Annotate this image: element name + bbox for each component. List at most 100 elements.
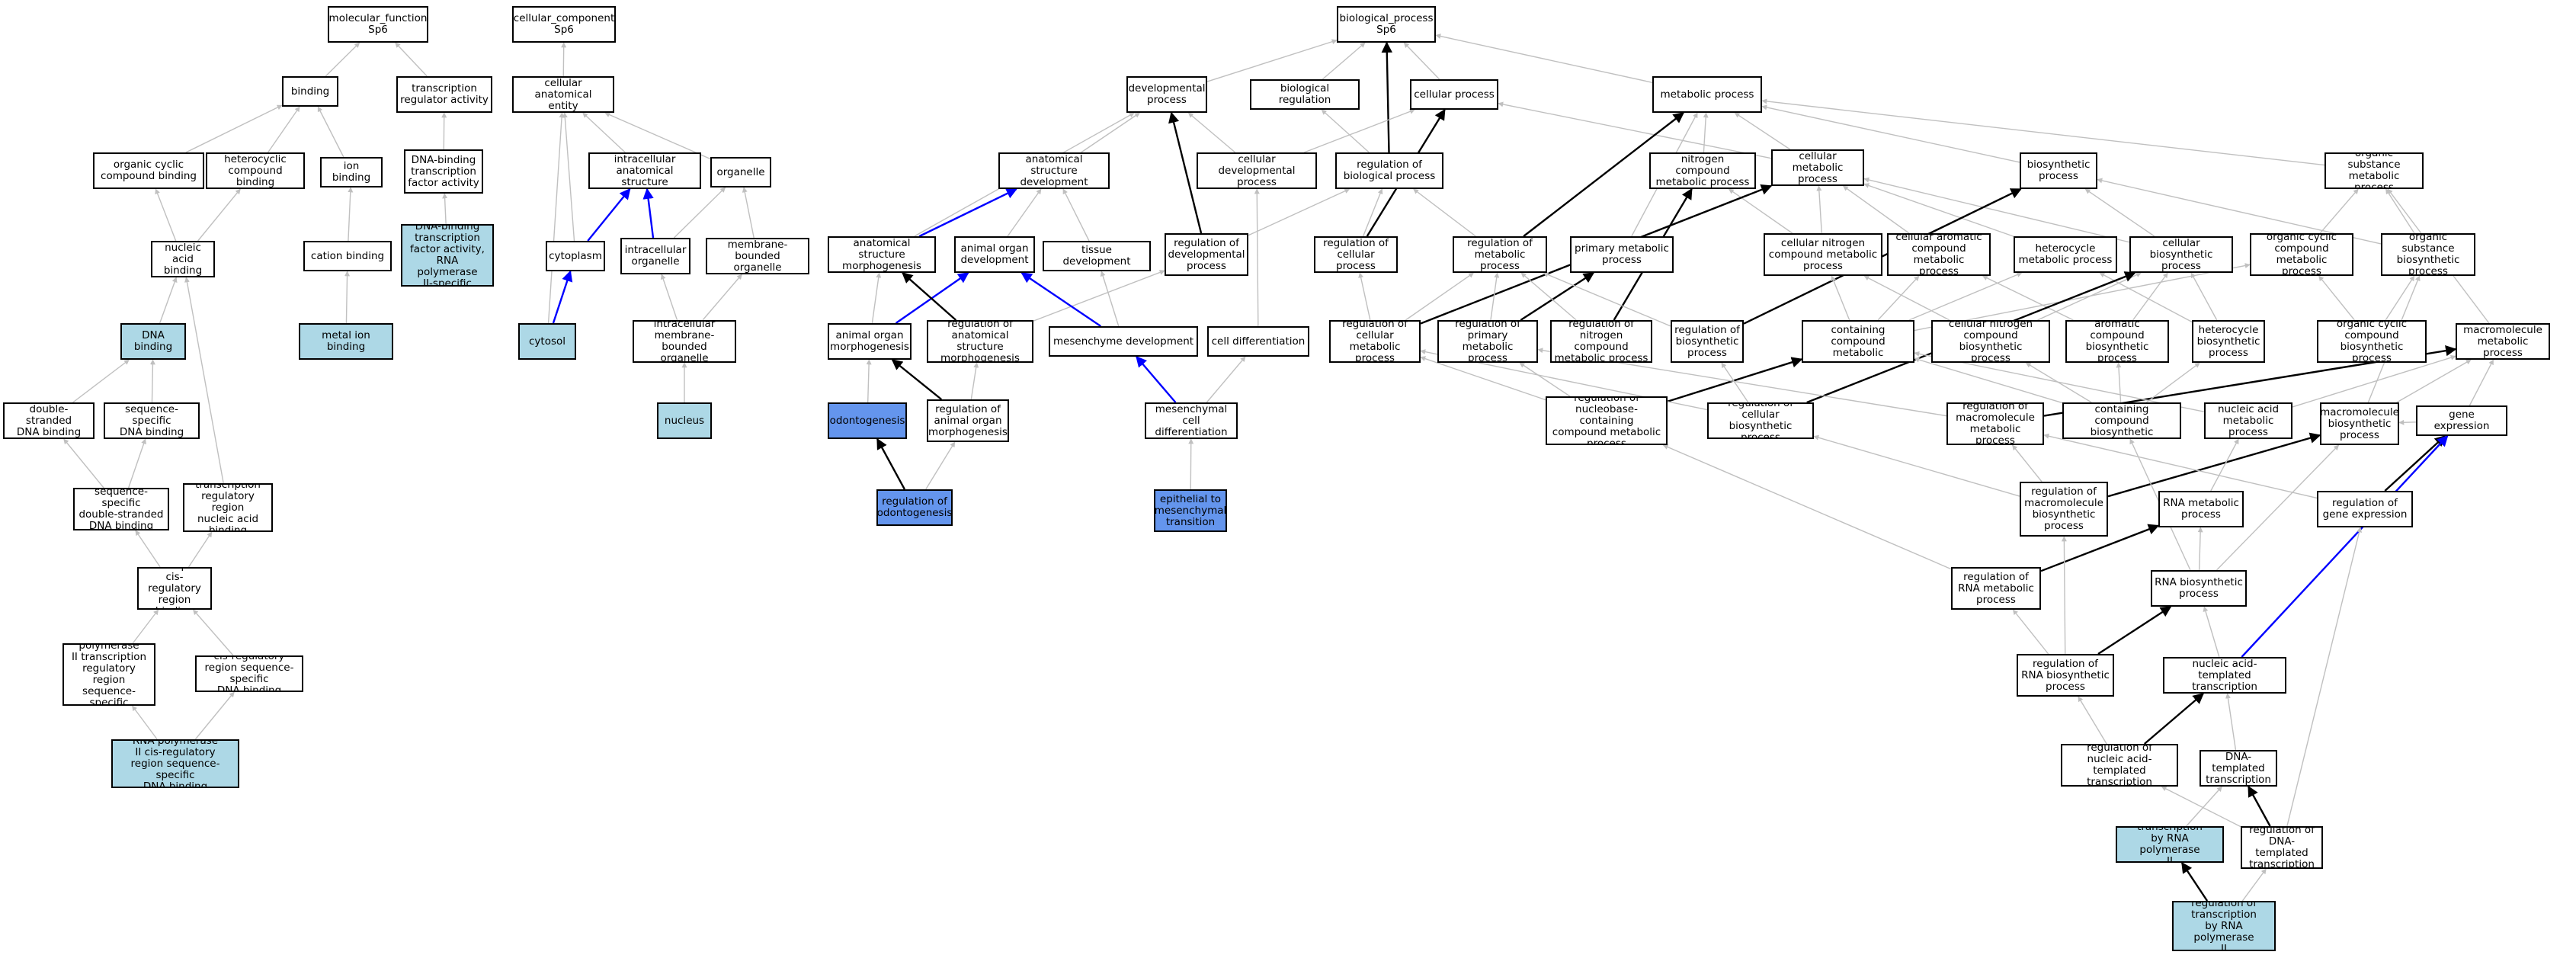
relation-edge [902,272,957,321]
relation-edge [1206,39,1338,82]
relation-edge [1813,434,2020,497]
go-term-node: cellular process [1410,79,1498,110]
go-term-node: macromolecule biosynthetic process [2320,402,2399,445]
relation-edge [184,277,224,484]
go-term-node: cellular biosynthetic process [2129,236,2233,273]
go-term-node: regulation of biological process [1335,152,1443,189]
relation-edge [2061,536,2067,655]
go-term-node: heterocyclic compound binding [206,152,305,189]
relation-edge [1982,275,2074,321]
relation-edge [395,42,428,77]
relation-edge [1435,34,1653,83]
go-term-node: macromolecule metabolic process [2456,323,2550,360]
relation-edge [1667,357,1803,402]
go-term-node: membrane-bounded organelle [706,238,809,274]
relation-edge [1381,41,1392,153]
go-term-node: cellular developmental process [1197,152,1317,189]
relation-edge [1188,438,1194,490]
go-term-node: molecular_function Sp6 [328,6,428,43]
relation-edge [1703,112,1709,153]
go-term-node: RNA metabolic process [2158,491,2244,527]
relation-edge [2292,354,2456,408]
relation-edge [1254,188,1260,327]
relation-edge [1490,272,1500,321]
go-term-node: nucleus [657,402,712,439]
go-term-node: intracellular organelle [620,238,690,274]
go-term-node: organic substance metabolic process [2324,152,2424,189]
go-term-node: transcription regulatory region nucleic … [183,483,273,532]
go-term-node: cation binding [303,241,392,271]
relation-edge [1081,112,1141,153]
go-term-node: cell differentiation [1207,326,1309,357]
relation-edge [2145,362,2200,403]
go-term-node: intracellular membrane-bounded organelle [633,320,736,363]
go-term-node: nucleic acid binding [151,241,215,277]
relation-edge [604,112,711,160]
go-term-node: transcription cis-regulatory region bind… [137,567,212,610]
go-term-node: organic cyclic compound metabolic proces… [2250,233,2353,276]
go-term-node: DNA-binding transcription factor activit… [401,224,494,287]
relation-edge [1520,271,1595,322]
go-term-node: mesenchymal cell differentiation [1145,402,1238,439]
relation-edge [2210,438,2239,492]
go-term-node: RNA polymerase II cis-regulatory region … [111,739,239,788]
relation-edge [442,193,448,225]
relation-edge [192,609,234,656]
go-term-node: regulation of biosynthetic process [1671,320,1744,363]
go-term-node: regulation of nucleic acid-templated tra… [2061,744,2178,787]
go-term-node: regulation of odontogenesis [876,489,953,526]
relation-edge [194,691,235,740]
go-term-node: metal ion binding [299,323,393,360]
go-term-node: regulation of DNA-templated transcriptio… [2241,826,2323,869]
relation-edge [1322,42,1366,80]
go-term-node: binding [282,76,338,107]
relation-edge [1734,112,1791,150]
go-term-node: heterocycle metabolic process [2014,236,2117,273]
relation-edge [1543,272,1671,327]
go-term-node: cis-regulatory region sequence-specific … [195,655,303,692]
relation-edge [2216,444,2340,571]
go-term-node: biological regulation [1250,79,1360,110]
relation-edge [155,188,177,242]
relation-edge [268,106,300,153]
relation-edge [1728,188,1793,234]
relation-edge [1523,112,1685,237]
relation-edge [2040,524,2160,572]
relation-edge [1206,356,1246,403]
relation-edge [2097,605,2172,655]
relation-edge [871,272,882,324]
relation-edge [325,42,360,77]
relation-edge [1498,101,1772,159]
go-term-node: tissue development [1043,241,1151,271]
go-term-node: regulation of cellular process [1314,236,1398,273]
relation-edge [742,187,755,239]
relation-edge [587,187,631,242]
relation-edge [1877,275,1920,321]
go-term-node: animal organ morphogenesis [828,323,912,360]
go-term-node: cellular nitrogen compound biosynthetic … [1931,320,2050,363]
relation-edge [1520,272,1577,321]
relation-edge [1413,188,1476,237]
relation-edge [187,531,213,568]
go-term-node: regulation of cellular biosynthetic proc… [1707,402,1814,439]
relation-edge [197,188,241,242]
relation-edge [702,274,742,321]
relation-edge [552,270,573,324]
relation-edge [547,112,565,324]
go-term-node: ion binding [320,157,383,187]
relation-edge [866,359,872,403]
relation-edge [1863,183,2014,237]
go-term-node: intracellular anatomical structure [588,152,701,189]
relation-edge [2241,434,2449,658]
go-term-node: anatomical structure morphogenesis [828,236,936,273]
relation-edge [2143,693,2205,745]
relation-edge [2097,178,2382,245]
go-term-node: regulation of macromolecule metabolic pr… [1946,402,2044,445]
go-term-node: DNA binding [120,323,186,360]
go-term-node: mesenchyme development [1049,326,1198,357]
relation-edge [63,438,104,489]
relation-edge [2384,435,2446,492]
go-term-node: cellular anatomical entity [512,76,614,113]
go-term-node: regulation of nucleobase-containing comp… [1546,396,1668,445]
